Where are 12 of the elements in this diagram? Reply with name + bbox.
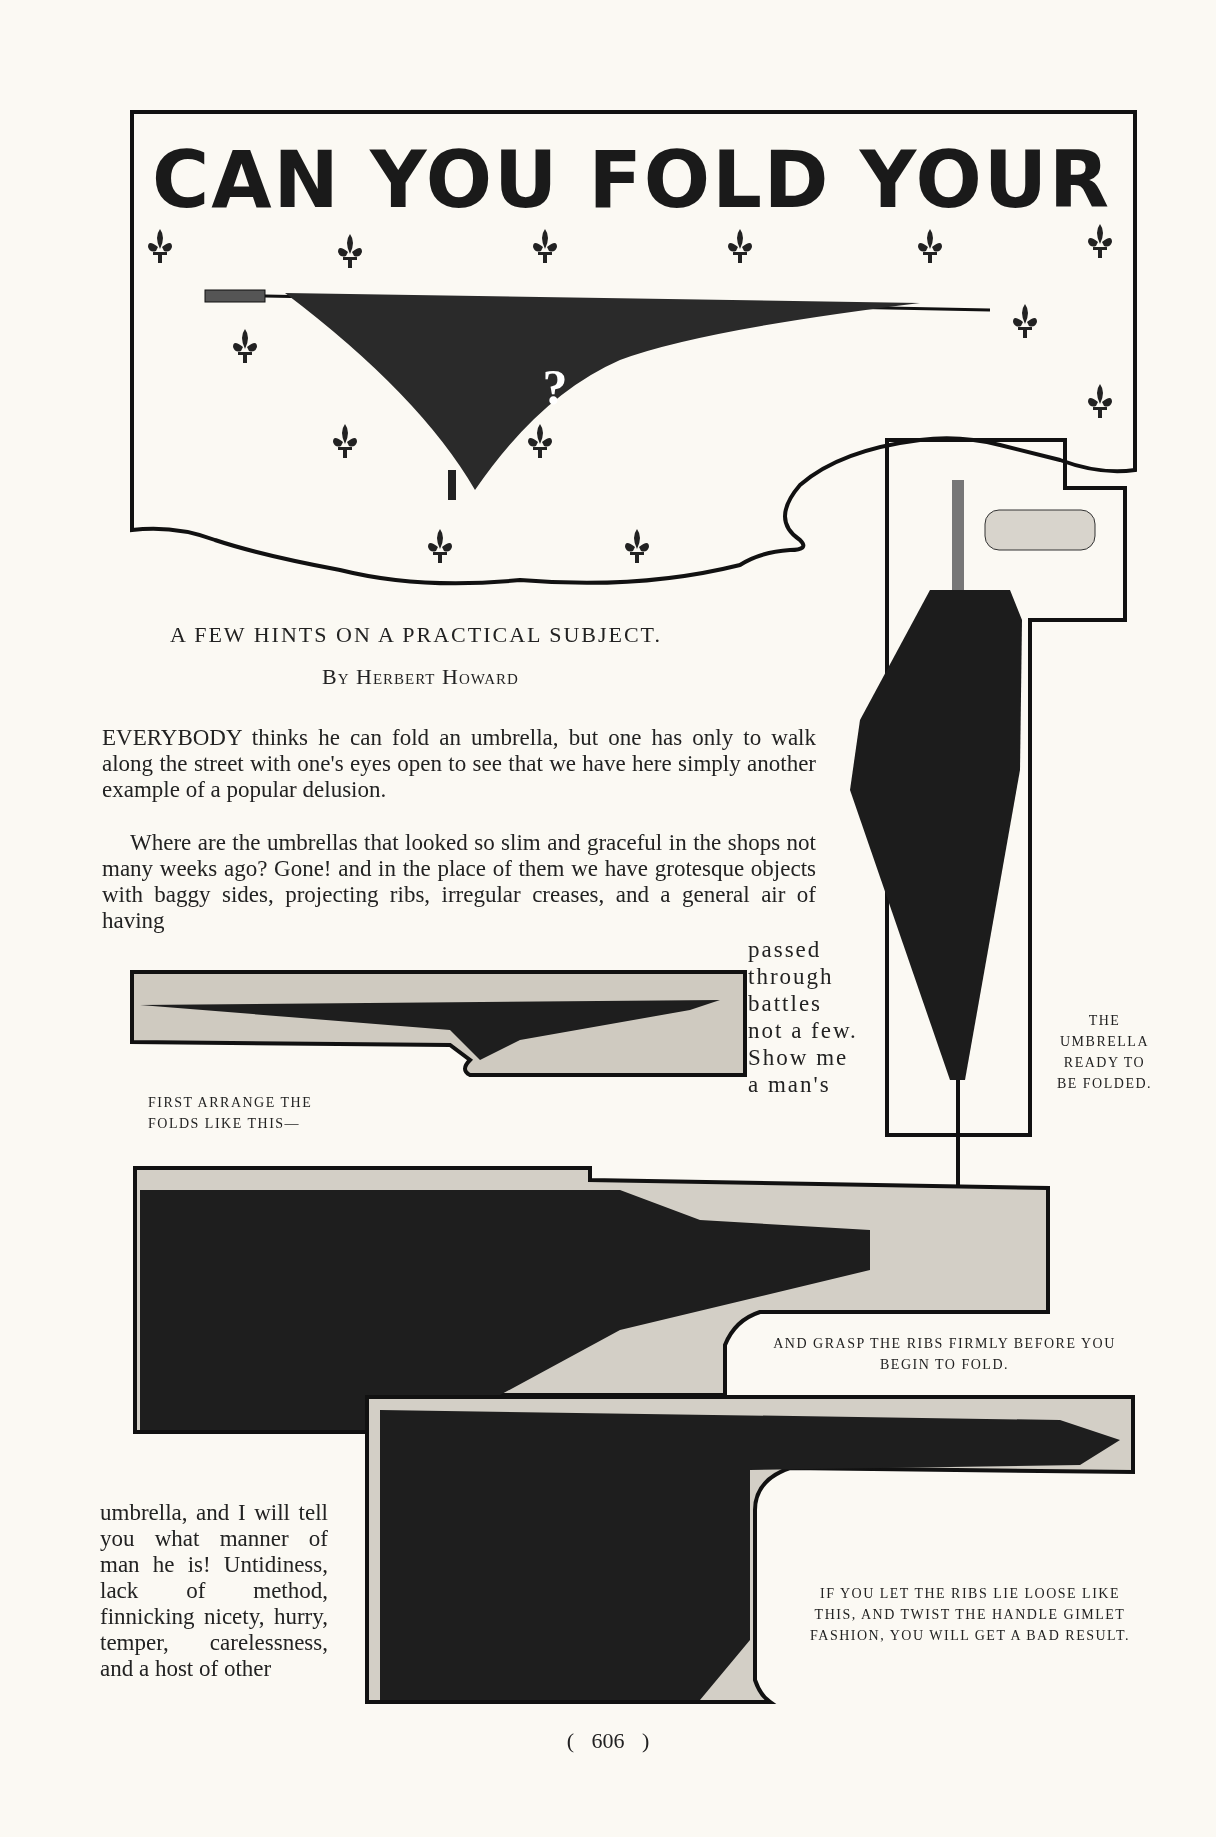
page-number: ( 606 ) <box>565 1728 651 1754</box>
subtitle: A FEW HINTS ON A PRACTICAL SUBJECT. <box>170 622 662 648</box>
byline: By Herbert Howard <box>322 664 519 690</box>
question-mark: ? <box>541 360 569 414</box>
caption: AND GRASP THE RIBS FIRMLY BEFORE YOU BEGIN TO FOLD. <box>772 1335 1117 1374</box>
caption: THE UMBRELLA READY TO BE FOLDED. <box>1055 1012 1154 1093</box>
caption: FIRST ARRANGE THE FOLDS LIKE THIS— <box>148 1094 314 1133</box>
body-paragraph: EVERYBODY thinks he can fold an umbrella, but one has only to walk along the street with one's eyes open to see that we have here simply another example of a popular delusion. <box>102 725 816 803</box>
caption: IF YOU LET THE RIBS LIE LOOSE LIKE THIS, AND TWIST THE HANDLE GIMLET FASHION, YOU WILL GET A BAD RESULT. <box>809 1585 1131 1645</box>
body-paragraph: passed through battles not a few. Show me a man's <box>748 936 859 1098</box>
title: CAN YOU FOLD YOUR <box>152 135 1112 225</box>
body-paragraph: umbrella, and I will tell you what manner of man he is! Untidiness, lack of method, finnicking nicety, hurry, temper, carelessness, and a host of other <box>100 1500 328 1682</box>
